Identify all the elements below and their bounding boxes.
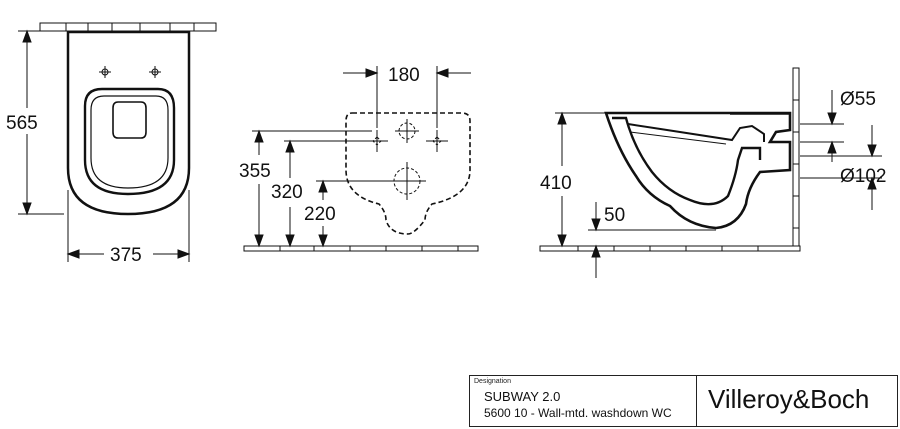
fixing-holes — [99, 66, 161, 78]
designation-caption: Designation — [474, 378, 511, 385]
dim-line-front-height — [18, 29, 64, 216]
product-name: SUBWAY 2.0 — [484, 389, 561, 404]
rear-view — [243, 66, 479, 252]
label-front-width: 375 — [110, 245, 142, 266]
label-height-220: 220 — [304, 204, 336, 225]
dim-line-hole-spacing — [343, 66, 471, 128]
label-side-height: 410 — [540, 173, 572, 194]
floor-hatch-rear — [243, 245, 479, 252]
wall-hatch-top — [39, 22, 217, 32]
bowl-section-outer — [604, 111, 792, 230]
label-hole-spacing: 180 — [388, 65, 420, 86]
top-view — [18, 22, 217, 262]
crosshairs — [366, 119, 448, 200]
floor-hatch-side — [539, 245, 801, 252]
bowl-outline — [66, 30, 191, 216]
side-view — [539, 67, 882, 278]
label-height-320: 320 — [271, 182, 303, 203]
seat-inner-line — [90, 95, 169, 189]
inner-rim-line — [629, 131, 727, 145]
flush-rim — [627, 123, 765, 142]
brand-logo-text: Villeroy&Boch — [708, 384, 870, 414]
dim-line-front-width — [66, 190, 191, 262]
title-block: Designation SUBWAY 2.0 5600 10 - Wall-mt… — [469, 375, 898, 427]
product-description: 5600 10 - Wall-mtd. washdown WC — [484, 406, 672, 420]
seat-outline — [83, 87, 176, 196]
designation-cell: Designation SUBWAY 2.0 5600 10 - Wall-mt… — [470, 376, 697, 426]
dim-line-outlet-55 — [800, 90, 844, 162]
label-outlet-102: Ø102 — [840, 166, 886, 187]
dim-lines-heights — [252, 129, 392, 248]
label-height-355: 355 — [239, 161, 271, 182]
dim-line-outlet-102 — [800, 125, 882, 210]
seat-hole — [112, 101, 147, 139]
wall-hatch-side — [792, 67, 800, 247]
label-drop: 50 — [604, 205, 625, 226]
dim-line-drop — [588, 202, 716, 278]
label-outlet-55: Ø55 — [840, 89, 876, 110]
label-front-height: 565 — [6, 113, 38, 134]
bowl-section-inner — [612, 116, 762, 206]
dim-line-side-height — [555, 111, 606, 248]
